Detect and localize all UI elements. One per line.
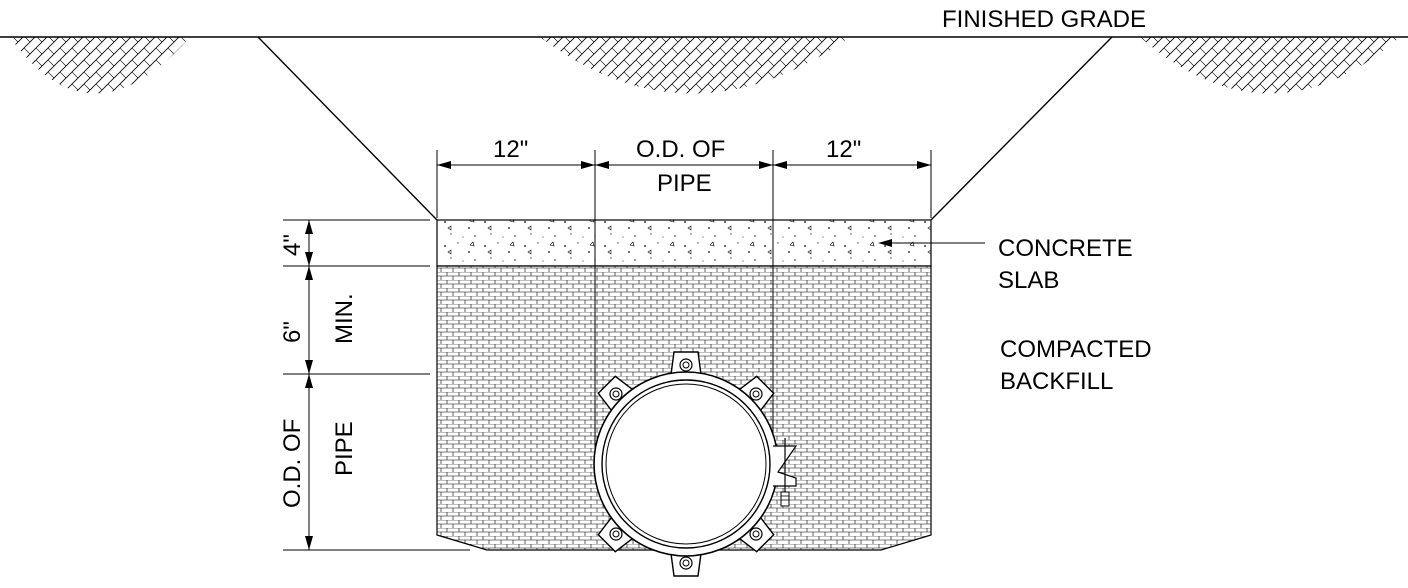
backfill-label-1: COMPACTED: [1000, 336, 1152, 363]
dim-right-label: 12": [826, 136, 861, 163]
finished-grade-label: FINISHED GRADE: [942, 6, 1146, 33]
pipe-with-restraint-lugs: [593, 351, 798, 577]
trench-wall-left: [257, 36, 438, 221]
dim-slab-label: 4": [279, 234, 306, 256]
trench-wall-right: [930, 36, 1113, 221]
dim-pipe-label-1: O.D. OF: [279, 419, 306, 508]
pipe-bore: [605, 383, 767, 545]
dim-pipe-label-2: PIPE: [331, 421, 358, 476]
soil-mound-right: [1140, 37, 1400, 94]
arrow-icon: [878, 239, 892, 247]
pipe-wall: [601, 379, 771, 549]
dim-center-label-2: PIPE: [657, 170, 712, 197]
dim-left-label: 12": [493, 136, 528, 163]
concrete-label-1: CONCRETE: [998, 235, 1133, 262]
dim-center-label-1: O.D. OF: [636, 136, 725, 163]
concrete-slab: [436, 219, 932, 267]
dim-cover-label: 6": [279, 321, 306, 343]
concrete-label-2: SLAB: [998, 267, 1059, 294]
arrow-icon: [305, 220, 313, 550]
backfill-label-2: BACKFILL: [1000, 368, 1113, 395]
dim-cover-note: MIN.: [331, 293, 358, 344]
tie-rod-bracket: [773, 438, 798, 507]
soil-mound-left: [10, 37, 190, 94]
soil-mound-center: [540, 37, 850, 94]
